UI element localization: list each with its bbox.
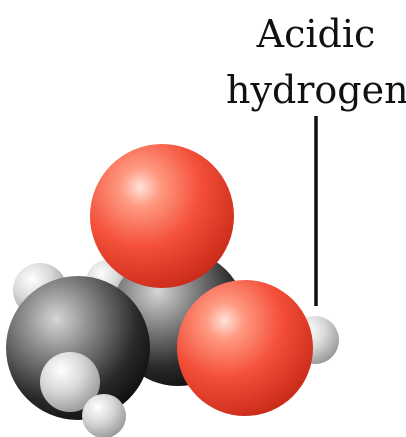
label-line-1: Acidic: [256, 12, 376, 56]
acidic-hydrogen-label: Acidic hydrogen: [226, 6, 406, 118]
hydrogen-atom-front: [40, 352, 100, 412]
carbonyl-oxygen-atom: [90, 144, 234, 288]
label-line-2: hydrogen: [226, 68, 406, 112]
hydrogen-atom-bottom: [82, 394, 126, 437]
hydroxyl-oxygen-atom: [177, 280, 313, 416]
